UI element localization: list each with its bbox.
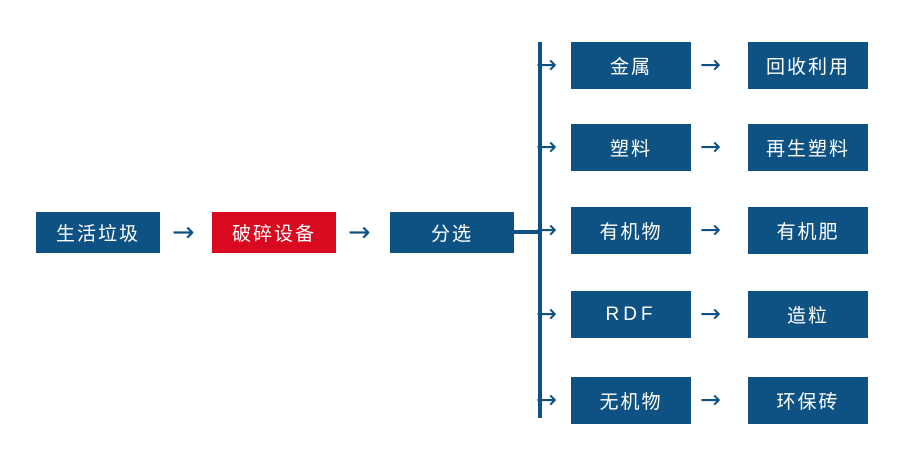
node-material-organic[interactable]: 有机物	[571, 207, 691, 254]
arrow-right-icon: →	[536, 132, 557, 161]
node-product-recycling[interactable]: 回收利用	[748, 42, 868, 89]
node-material-plastic[interactable]: 塑料	[571, 124, 691, 171]
arrow-right-icon: →	[700, 385, 721, 414]
node-sorting[interactable]: 分选	[390, 212, 514, 253]
arrow-right-icon: →	[536, 50, 557, 79]
node-crushing-equipment[interactable]: 破碎设备	[212, 212, 336, 253]
node-product-eco-brick[interactable]: 环保砖	[748, 377, 868, 424]
arrow-right-icon: →	[536, 215, 557, 244]
node-material-rdf[interactable]: RDF	[571, 291, 691, 338]
arrow-right-icon: →	[700, 50, 721, 79]
node-material-metal[interactable]: 金属	[571, 42, 691, 89]
node-product-recycled-plastic[interactable]: 再生塑料	[748, 124, 868, 171]
arrow-right-icon: →	[700, 132, 721, 161]
connector-stub	[510, 230, 542, 234]
node-material-inorganic[interactable]: 无机物	[571, 377, 691, 424]
node-household-waste[interactable]: 生活垃圾	[36, 212, 160, 253]
node-product-pelletizing[interactable]: 造粒	[748, 291, 868, 338]
arrow-right-icon: →	[348, 217, 371, 248]
arrow-right-icon: →	[536, 385, 557, 414]
node-product-organic-fertilizer[interactable]: 有机肥	[748, 207, 868, 254]
arrow-right-icon: →	[172, 217, 195, 248]
arrow-right-icon: →	[700, 215, 721, 244]
arrow-right-icon: →	[536, 299, 557, 328]
branch-spine	[538, 42, 542, 418]
arrow-right-icon: →	[700, 299, 721, 328]
